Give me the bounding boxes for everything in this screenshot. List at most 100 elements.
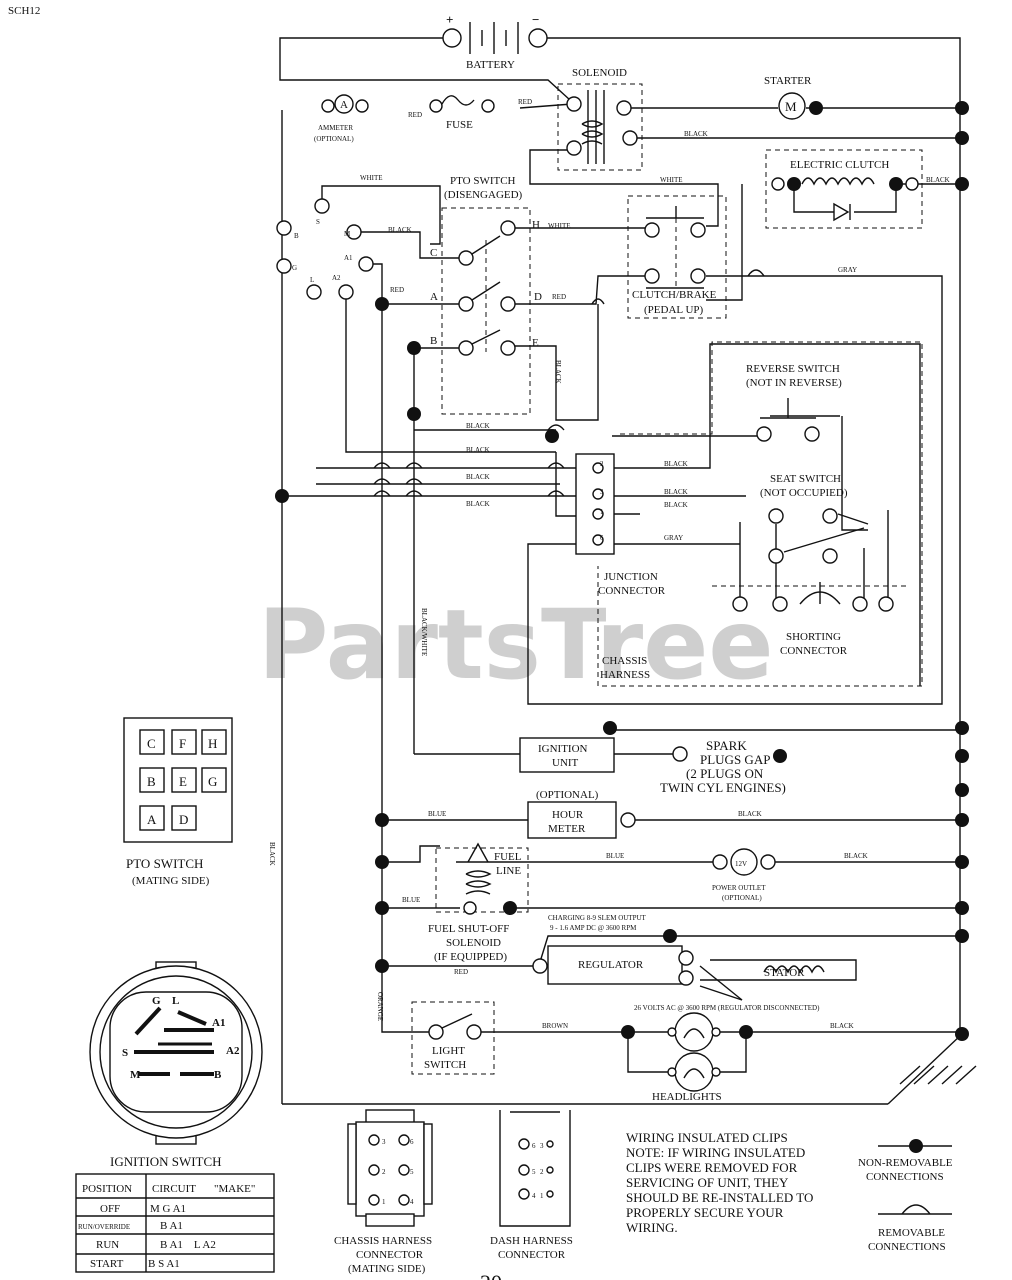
pto-mate-a: A	[147, 812, 157, 827]
watermark: PartsTree	[258, 589, 773, 701]
ign-face-a2: A2	[226, 1045, 240, 1057]
chassis-connector-label-3: (MATING SIDE)	[348, 1263, 426, 1275]
ign-table-row-1-pos: RUN/OVERRIDE	[78, 1223, 130, 1231]
hour-meter-label-2: METER	[548, 823, 586, 835]
electric-clutch-label: ELECTRIC CLUTCH	[790, 159, 889, 171]
stator-note: 26 VOLTS AC @ 3600 RPM (REGULATOR DISCON…	[634, 1004, 820, 1012]
shorting-connector-label-2: CONNECTOR	[780, 645, 848, 657]
pto-red-wire: RED	[390, 286, 404, 294]
ign-face-l: L	[172, 995, 179, 1007]
note-line-5: PROPERLY SECURE YOUR	[626, 1205, 784, 1220]
hour-meter-label-1: HOUR	[552, 809, 584, 821]
junction-pin-6: 6	[600, 534, 604, 542]
junction-connector-label-2: CONNECTOR	[598, 585, 666, 597]
shorting-connector-label-1: SHORTING	[786, 631, 841, 643]
ground-hatch	[899, 1065, 977, 1085]
note-line-2: CLIPS WERE REMOVED FOR	[626, 1160, 798, 1175]
fuse-label: FUSE	[446, 119, 473, 131]
solenoid-red-wire: RED	[518, 98, 532, 106]
ign-table-row-0-pos: OFF	[100, 1203, 120, 1215]
pto-term-d: D	[534, 291, 542, 303]
junction-connector: 2 3 1 6 JUNCTION CONNECTOR BLACK BLACK B…	[268, 422, 688, 866]
ign-table-header-make: "MAKE"	[214, 1183, 255, 1195]
chassis-harness-label-2: HARNESS	[600, 669, 650, 681]
ign-table-row-2-circuit: B A1 L A2	[160, 1239, 216, 1251]
pto-mating-title: PTO SWITCH	[126, 856, 203, 871]
chassis-harness-connector: 3 6 2 5 1 4 CHASSIS HARNESS CONNECTOR (M…	[334, 1109, 433, 1275]
chassis-connector-label-2: CONNECTOR	[356, 1249, 424, 1261]
battery-plus: +	[446, 12, 453, 27]
pto-white-wire: WHITE	[548, 222, 571, 230]
ign-white-wire: WHITE	[360, 174, 383, 182]
ign-term-a1: A1	[344, 254, 353, 262]
black-wire-d: BLACK	[466, 500, 490, 508]
ign-term-s: S	[316, 218, 320, 226]
pto-d-red-wire: RED	[552, 293, 566, 301]
fuel-blue-wire: BLUE	[402, 896, 420, 904]
pto-switch-mating-side: C F H B E G A D PTO SWITCH (MATING SIDE)	[123, 717, 233, 887]
black-wire-b: BLACK	[466, 446, 490, 454]
ign-table-row-3-pos: START	[90, 1258, 124, 1270]
pto-switch-state: (DISENGAGED)	[444, 189, 523, 201]
dash-pin-1: 1	[540, 1192, 544, 1200]
starter-label: STARTER	[764, 75, 812, 87]
chassis-connector-label-1: CHASSIS HARNESS	[334, 1235, 432, 1247]
ign-table-row-2-pos: RUN	[96, 1239, 119, 1251]
spark-label-4: TWIN CYL ENGINES)	[660, 780, 786, 795]
ign-term-b: B	[294, 232, 299, 240]
dash-connector-label-1: DASH HARNESS	[490, 1235, 573, 1247]
fuel-line-label-2: LINE	[496, 865, 521, 877]
spark-label-1: SPARK	[706, 738, 747, 753]
dash-pin-4: 4	[532, 1192, 536, 1200]
power-outlet-label-1: POWER OUTLET	[712, 884, 766, 892]
ign-table-row-0-circuit: M G A1	[150, 1203, 186, 1215]
pto-mate-h: H	[208, 736, 217, 751]
junction-black-wire-3: BLACK	[664, 501, 688, 509]
pto-mate-d: D	[179, 812, 188, 827]
chassis-pin-2: 2	[382, 1168, 386, 1176]
light-brown-wire: BROWN	[542, 1022, 568, 1030]
ign-face-b: B	[214, 1069, 222, 1081]
chassis-pin-4: 4	[410, 1198, 414, 1206]
pto-mate-e: E	[179, 774, 187, 789]
regulator: REGULATOR CHARGING 8-9 SLEM OUTPUT 9 - 1…	[454, 914, 825, 1012]
ammeter-label: AMMETER	[318, 124, 353, 132]
battery: + − BATTERY	[442, 12, 548, 71]
charging-label-2: 9 - 1.6 AMP DC @ 3600 RPM	[550, 924, 637, 932]
fuel-line-label-1: FUEL	[494, 851, 522, 863]
ign-face-m: M	[130, 1069, 141, 1081]
pto-mate-c: C	[147, 736, 156, 751]
junction-dots	[275, 101, 969, 1041]
note-line-1: NOTE: IF WIRING INSULATED	[626, 1145, 805, 1160]
fuel-solenoid-label-2: SOLENOID	[446, 937, 501, 949]
battery-minus: −	[532, 12, 539, 27]
page-code: SCH12	[8, 5, 40, 17]
clutch-white-wire: WHITE	[660, 176, 683, 184]
chassis-pin-6: 6	[410, 1138, 414, 1146]
junction-gray-wire: GRAY	[664, 534, 683, 542]
legend-non-removable-2: CONNECTIONS	[866, 1171, 944, 1183]
ammeter-symbol: A	[340, 99, 348, 111]
ignition-switch-terminals: S M A1 A2 L G B WHITE BLACK RED	[276, 174, 412, 300]
spark-label-3: (2 PLUGS ON	[686, 766, 764, 781]
ignition-switch-face: G L A1 S A2 M B IGNITION SWITCH	[89, 961, 263, 1169]
wire-crossovers	[373, 269, 765, 497]
black-wire-a: BLACK	[466, 422, 490, 430]
ign-black-wire: BLACK	[388, 226, 412, 234]
ign-term-m: M	[344, 230, 351, 238]
reverse-switch-label: REVERSE SWITCH	[746, 363, 840, 375]
chassis-pin-3: 3	[382, 1138, 386, 1146]
clutch-brake-label: CLUTCH/BRAKE	[632, 289, 717, 301]
clutch-brake-state: (PEDAL UP)	[644, 304, 704, 316]
light-switch-label-2: SWITCH	[424, 1059, 466, 1071]
ign-face-a1: A1	[212, 1017, 225, 1029]
safety-switch-group: REVERSE SWITCH (NOT IN REVERSE) SEAT SWI…	[597, 341, 923, 687]
ign-table-row-3-circuit: B S A1	[148, 1258, 180, 1270]
pto-switch-label: PTO SWITCH	[450, 175, 516, 187]
ignition-switch-title: IGNITION SWITCH	[110, 1154, 222, 1169]
junction-black-wire-1: BLACK	[664, 460, 688, 468]
light-black-wire: BLACK	[830, 1022, 854, 1030]
starter: M STARTER	[764, 75, 823, 120]
ignition-unit-label-2: UNIT	[552, 757, 579, 769]
